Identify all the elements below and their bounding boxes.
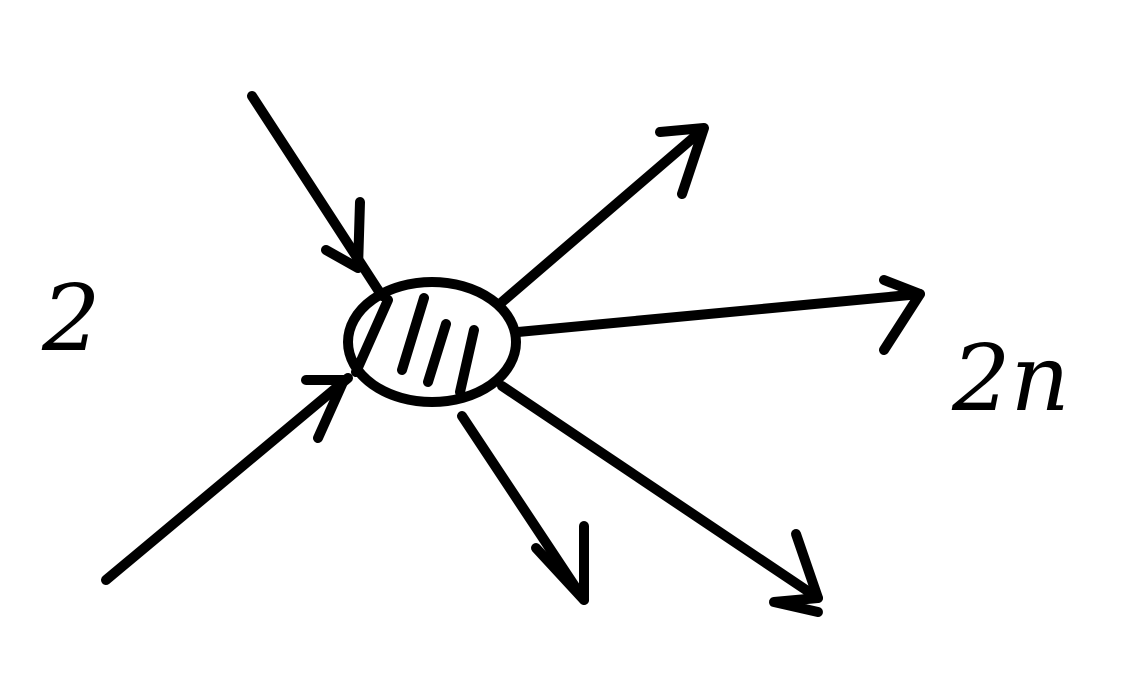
outgoing-arrowhead-right — [879, 275, 925, 355]
interaction-vertex — [343, 277, 521, 407]
incoming-arrowhead-top — [321, 197, 365, 273]
outgoing-arrowhead-down — [531, 521, 589, 605]
outgoing-line-right — [513, 289, 925, 337]
outgoing-arrowhead-lower-right — [769, 529, 823, 617]
incoming-arrows — [101, 91, 387, 585]
incoming-arrowhead-bottom — [301, 375, 349, 443]
outgoing-line-lower-right — [497, 381, 823, 603]
outgoing-arrowhead-upper-right — [655, 123, 709, 199]
vertex-blob — [343, 277, 521, 407]
incoming-count-label: 2 — [41, 265, 101, 372]
outgoing-line-upper-right — [497, 127, 705, 307]
vertex-hatching — [351, 293, 479, 397]
outgoing-line-down — [457, 411, 589, 605]
outgoing-count-label: 2n — [951, 325, 1070, 432]
incoming-line-bottom — [101, 373, 353, 585]
outgoing-arrows — [457, 123, 925, 617]
